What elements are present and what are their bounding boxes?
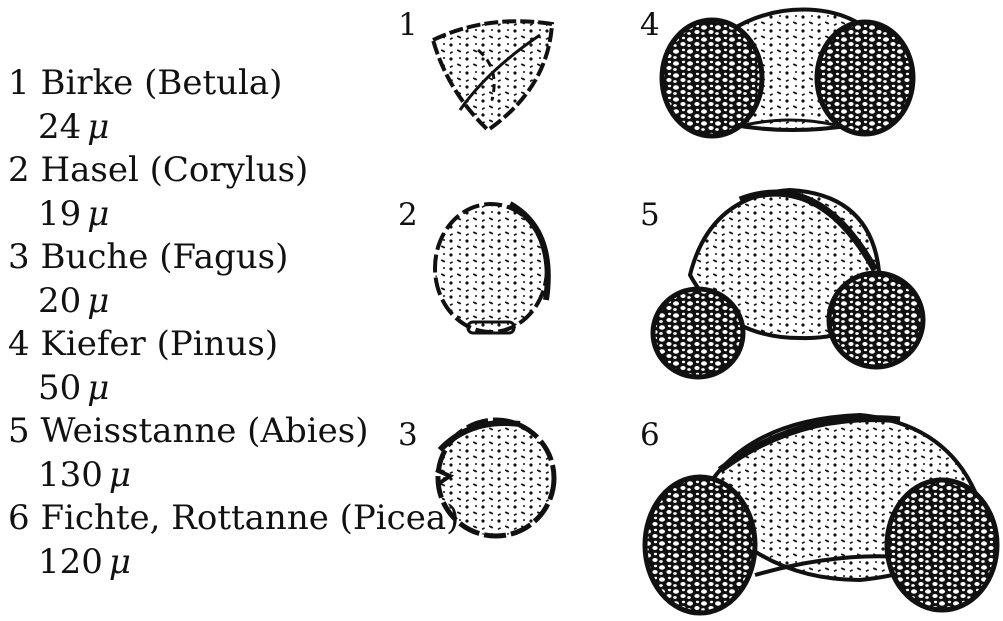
pollen-weisstanne-drawing [653, 190, 923, 377]
pollen-kiefer-drawing [662, 10, 913, 136]
pollen-fichte-drawing [645, 415, 997, 613]
pollen-hasel-drawing [435, 204, 548, 333]
pollen-buche-drawing [436, 420, 554, 536]
pollen-birke-drawing [433, 21, 552, 130]
